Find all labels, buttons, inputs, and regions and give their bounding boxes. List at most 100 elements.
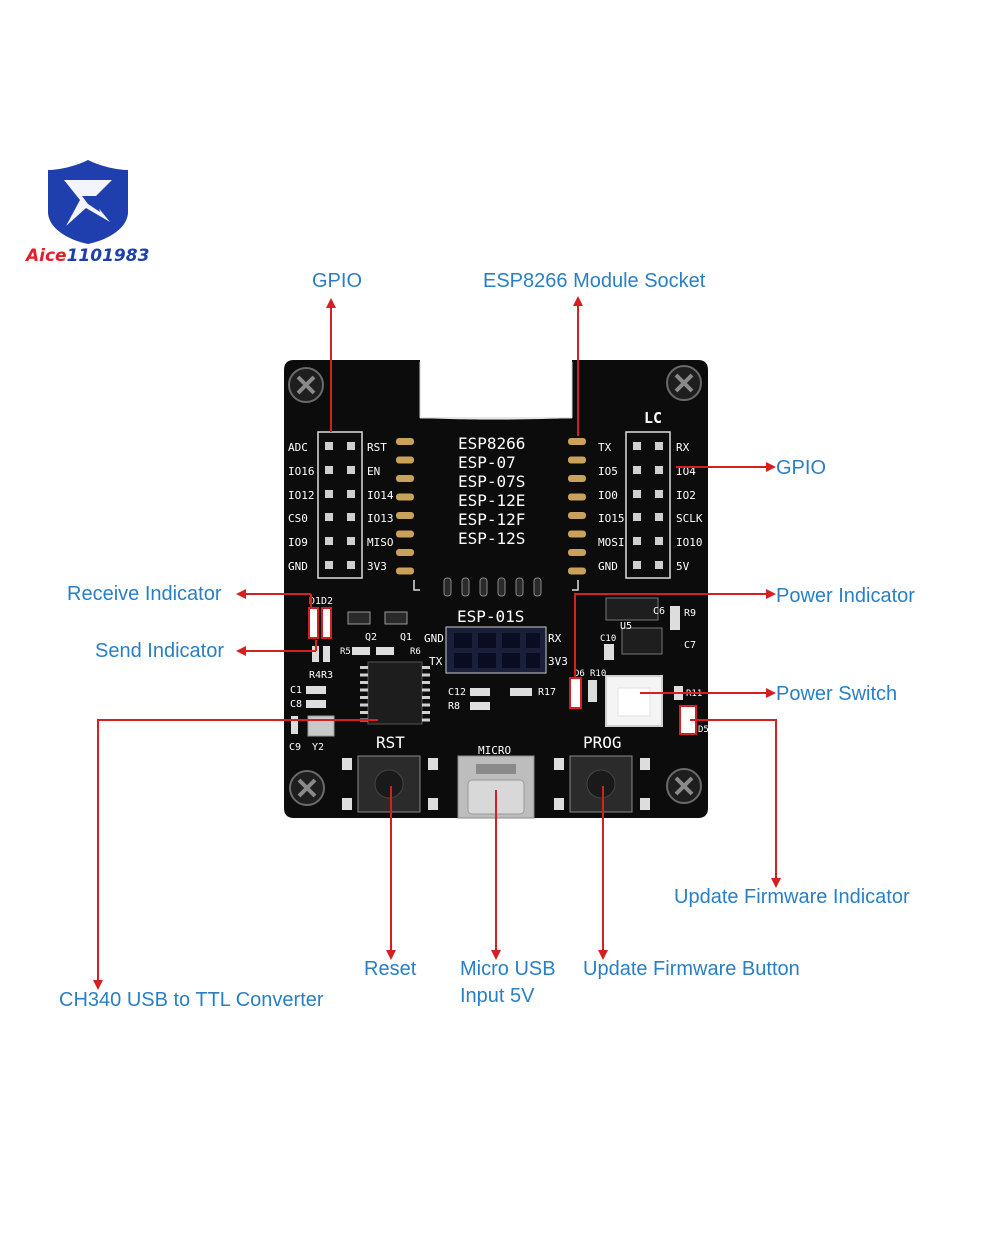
esp01s-socket <box>445 626 547 674</box>
wordmark-red: Aice <box>26 246 67 266</box>
pogo-pin <box>568 456 586 464</box>
ch340-chip <box>360 661 430 725</box>
brand-logo-icon <box>48 160 128 244</box>
r4r3-label: R4R3 <box>309 670 333 681</box>
d1d2-label: D1D2 <box>309 596 333 607</box>
pogo-pins-right <box>568 438 586 575</box>
right-inner-pin-label: TX <box>598 441 612 454</box>
header-pin <box>655 561 663 569</box>
module-socket-label: ESP8266 Module Socket <box>483 270 706 292</box>
r6-label: R6 <box>410 647 421 657</box>
pogo-pin <box>568 493 586 501</box>
power-switch[interactable] <box>605 675 663 727</box>
c9-label: C9 <box>289 742 301 753</box>
pogo-pin <box>568 475 586 482</box>
c10-label: C10 <box>600 634 616 644</box>
chip-leg <box>422 711 430 714</box>
left-inner-pin-label: 3V3 <box>367 560 387 573</box>
header-pin <box>633 442 641 450</box>
pin-gnd-label: GND <box>424 632 444 645</box>
right-inner-pin-label: IO0 <box>598 489 618 502</box>
esp-12-pads <box>443 577 542 597</box>
chip-leg <box>422 703 430 707</box>
right-outer-pin-label: IO4 <box>676 465 696 478</box>
led-d1-d2 <box>308 607 332 639</box>
power-indicator-label: Power Indicator <box>776 585 915 607</box>
d5-label: D5 <box>698 725 709 735</box>
header-pin <box>325 442 333 450</box>
left-inner-pin-label: MISO <box>367 536 394 549</box>
header-pin <box>325 466 333 474</box>
chip-leg <box>422 688 430 692</box>
module-name: ESP8266 <box>458 434 525 453</box>
right-outer-pin-label: IO2 <box>676 489 696 502</box>
pin-tx-label: TX <box>429 655 443 668</box>
c6-label: C6 <box>653 606 665 617</box>
header-pin <box>633 490 641 498</box>
header-pin <box>633 513 641 521</box>
chip-leg <box>360 703 368 707</box>
screw-icon-tl <box>288 367 324 403</box>
header-pin <box>347 442 355 450</box>
right-inner-pin-label: GND <box>598 560 618 573</box>
q1-label: Q1 <box>400 632 412 643</box>
c8-label: C8 <box>290 699 302 710</box>
screw-icon-bl <box>289 770 325 806</box>
left-outer-pin-label: GND <box>288 560 308 573</box>
module-name: ESP-12E <box>458 491 525 510</box>
header-pin <box>347 466 355 474</box>
gpio-left-label: GPIO <box>312 270 363 292</box>
chip-leg <box>422 681 430 684</box>
pin-3v3-label: 3V3 <box>548 655 568 668</box>
header-pin <box>655 466 663 474</box>
pogo-pin <box>396 493 414 501</box>
esp01s-label: ESP-01S <box>457 607 524 626</box>
pogo-pin <box>396 475 414 482</box>
left-inner-pin-label: RST <box>367 441 387 454</box>
chip-leg <box>360 666 368 669</box>
pogo-pins-left <box>396 438 414 575</box>
right-pin-header <box>625 431 671 579</box>
header-pin <box>325 537 333 545</box>
chip-leg <box>360 681 368 684</box>
chip-leg <box>360 696 368 699</box>
r17-label: R17 <box>538 687 556 698</box>
y2-label: Y2 <box>312 742 324 753</box>
header-pin <box>325 561 333 569</box>
left-inner-pin-label: EN <box>367 465 380 478</box>
header-pin <box>347 490 355 498</box>
right-outer-pin-label: 5V <box>676 560 690 573</box>
prog-button[interactable] <box>554 755 650 813</box>
right-outer-pin-label: RX <box>676 441 690 454</box>
left-outer-pin-label: ADC <box>288 441 308 454</box>
reset-button[interactable] <box>342 755 438 813</box>
update-firmware-indicator-label: Update Firmware Indicator <box>674 886 910 908</box>
module-name: ESP-12S <box>458 529 525 548</box>
chip-leg <box>360 711 368 714</box>
r10-label: R10 <box>590 669 606 679</box>
right-outer-pin-label: IO10 <box>676 536 703 549</box>
brand-mark: LC <box>644 409 662 427</box>
right-inner-pin-label: IO5 <box>598 465 618 478</box>
right-inner-pin-label: MOSI <box>598 536 625 549</box>
left-pin-header <box>317 431 363 579</box>
header-pin <box>655 490 663 498</box>
brand-wordmark: Aice1101983 <box>26 246 149 266</box>
left-inner-pin-label: IO13 <box>367 512 394 525</box>
receive-indicator-label: Receive Indicator <box>67 583 222 605</box>
left-outer-pin-label: IO9 <box>288 536 308 549</box>
wordmark-blue: 1101983 <box>66 246 150 266</box>
header-pin <box>325 513 333 521</box>
micro-usb-port[interactable] <box>457 755 535 819</box>
right-inner-pin-label: IO15 <box>598 512 625 525</box>
c1-label: C1 <box>290 685 302 696</box>
c12-label: C12 <box>448 687 466 698</box>
header-pin <box>633 561 641 569</box>
pogo-pin <box>396 438 414 445</box>
header-pin <box>655 442 663 450</box>
chip-leg <box>422 696 430 699</box>
pogo-pin <box>396 530 414 538</box>
left-inner-pin-label: IO14 <box>367 489 394 502</box>
input-5v-label: Input 5V <box>460 985 535 1007</box>
